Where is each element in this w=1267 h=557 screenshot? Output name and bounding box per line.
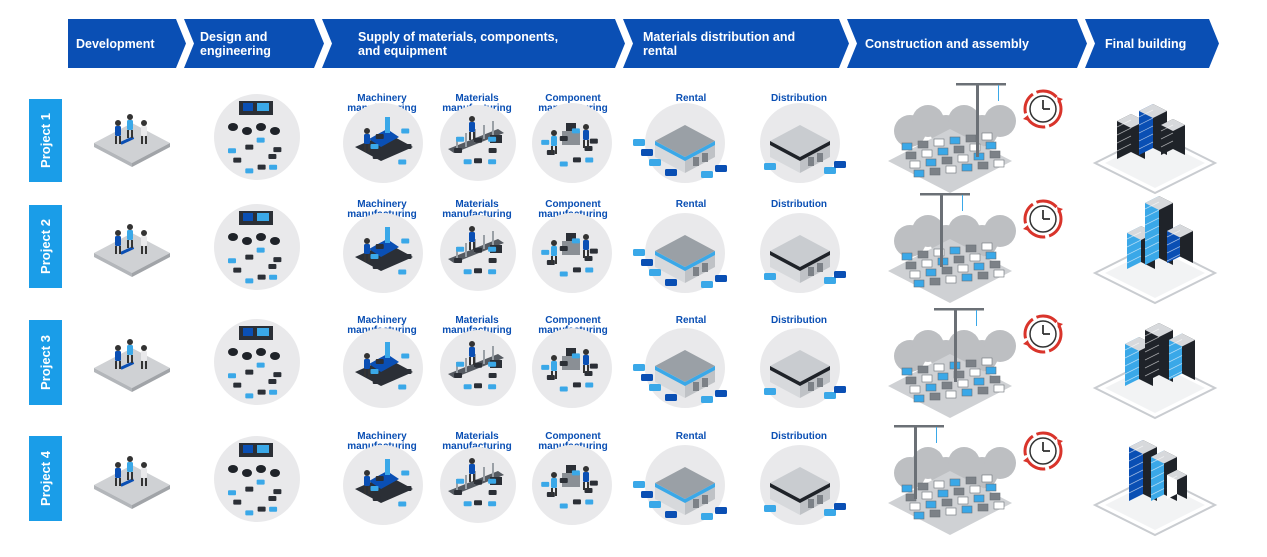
caption-rental: Rental: [675, 199, 707, 210]
component-illustration-3: [532, 328, 612, 408]
machinery-illustration-1: [343, 103, 423, 183]
development-illustration-3: [94, 339, 170, 392]
project-label-3: Project 3: [29, 320, 62, 405]
machinery-illustration-3: [343, 328, 423, 408]
machinery-illustration-2: [343, 213, 423, 293]
design-illustration-2: [214, 204, 300, 290]
materials-illustration-3: [440, 330, 516, 406]
project-label-4: Project 4: [29, 436, 62, 521]
caption-distribution: Distribution: [770, 199, 828, 210]
caption-materials: Materials manufacturing: [442, 199, 512, 220]
clock-icon: [1023, 431, 1063, 471]
final-building-illustration-2: [1092, 196, 1218, 305]
development-illustration-2: [94, 224, 170, 277]
development-illustration-1: [94, 114, 170, 167]
phase-supply: Supply of materials, components, and equ…: [322, 19, 625, 68]
phase-label: Construction and assembly: [865, 36, 1029, 51]
caption-distribution: Distribution: [770, 315, 828, 326]
phase-construction: Construction and assembly: [847, 19, 1087, 68]
materials-illustration-4: [440, 447, 516, 523]
construction-illustration-2: [888, 193, 1016, 303]
caption-distribution: Distribution: [770, 93, 828, 104]
caption-materials: Materials manufacturing: [442, 431, 512, 452]
construction-illustration-1: [888, 83, 1016, 193]
materials-illustration-1: [440, 105, 516, 181]
rental-illustration-4: [633, 445, 727, 525]
component-illustration-2: [532, 213, 612, 293]
materials-illustration-2: [440, 215, 516, 291]
project-label-2: Project 2: [29, 205, 62, 288]
phase-label: Final building: [1105, 36, 1187, 51]
component-illustration-1: [532, 103, 612, 183]
phase-distribution-rental: Materials distribution and rental: [623, 19, 849, 68]
phase-label: Materials distribution and rental: [643, 29, 796, 58]
design-illustration-3: [214, 319, 300, 405]
project-label-1: Project 1: [29, 99, 62, 182]
design-illustration-1: [214, 94, 300, 180]
phase-label: Development: [76, 36, 155, 51]
final-building-illustration-3: [1092, 323, 1218, 420]
clock-icon: [1023, 89, 1063, 129]
rental-illustration-1: [633, 103, 727, 183]
machinery-illustration-4: [343, 445, 423, 525]
phase-final-building: Final building: [1085, 19, 1219, 68]
phase-label: Supply of materials, components, and equ…: [358, 29, 559, 58]
phase-design-engineering: Design and engineering: [184, 19, 324, 68]
distribution-illustration-4: [760, 445, 846, 525]
caption-distribution: Distribution: [770, 431, 828, 442]
construction-illustration-4: [888, 425, 1016, 535]
component-illustration-4: [532, 445, 612, 525]
construction-illustration-3: [888, 308, 1016, 418]
caption-rental: Rental: [675, 431, 707, 442]
phase-label: Design and engineering: [200, 29, 271, 58]
distribution-illustration-1: [760, 103, 846, 183]
final-building-illustration-4: [1092, 440, 1218, 537]
caption-rental: Rental: [675, 315, 707, 326]
development-illustration-4: [94, 456, 170, 509]
clock-icon: [1023, 199, 1063, 239]
rental-illustration-3: [633, 328, 727, 408]
final-building-illustration-1: [1092, 104, 1218, 195]
caption-rental: Rental: [675, 93, 707, 104]
rental-illustration-2: [633, 213, 727, 293]
distribution-illustration-3: [760, 328, 846, 408]
design-illustration-4: [214, 436, 300, 522]
distribution-illustration-2: [760, 213, 846, 293]
phase-development: Development: [68, 19, 186, 68]
clock-icon: [1023, 314, 1063, 354]
